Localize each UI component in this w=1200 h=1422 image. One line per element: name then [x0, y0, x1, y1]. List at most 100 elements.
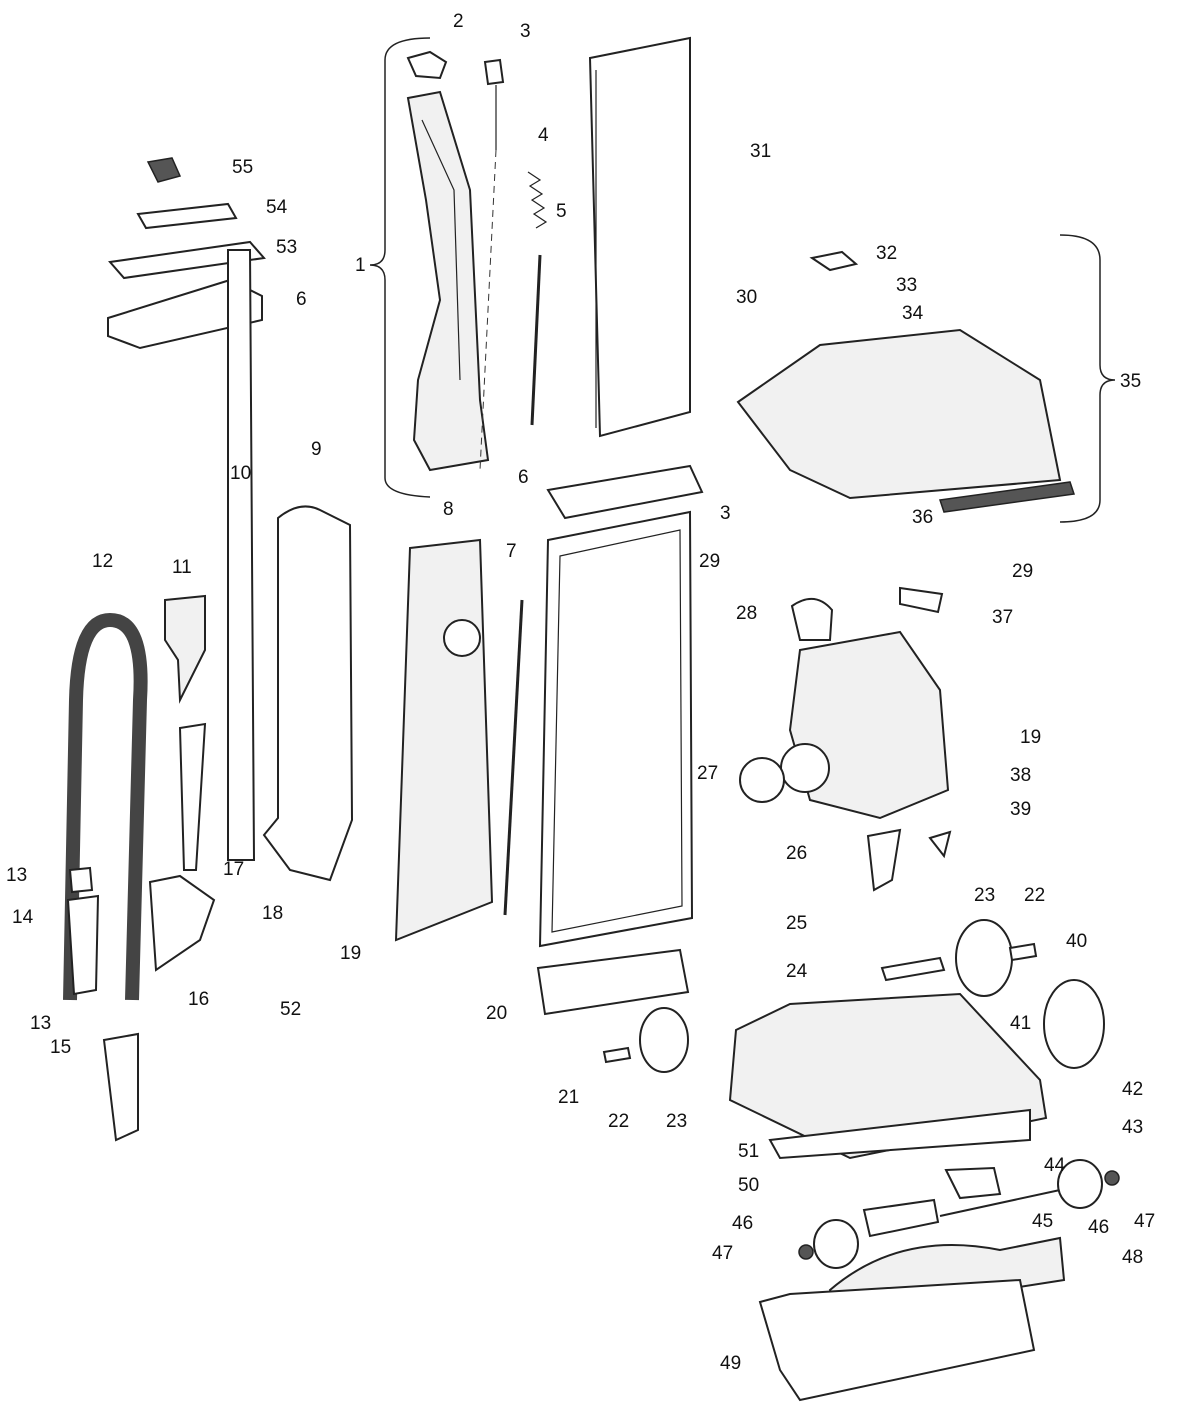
rear-body [394, 538, 494, 942]
callout-6a: 6 [296, 289, 307, 310]
callout-3b: 3 [720, 503, 731, 524]
callout-41: 41 [1010, 1013, 1032, 1034]
callout-47b: 47 [1134, 1211, 1156, 1232]
callout-23a: 23 [666, 1111, 688, 1132]
hose-connector [68, 866, 94, 894]
shaft-45 [939, 1189, 1061, 1217]
bracket-group-35 [1059, 234, 1116, 523]
callout-37: 37 [992, 607, 1014, 628]
callout-40: 40 [1066, 931, 1088, 952]
callout-46b: 46 [1088, 1217, 1110, 1238]
end-cap-left [813, 1219, 859, 1269]
callout-33: 33 [896, 275, 918, 296]
callout-16: 16 [188, 989, 210, 1010]
callout-28: 28 [736, 603, 758, 624]
spring-39 [928, 830, 952, 859]
callout-46a: 46 [732, 1213, 754, 1234]
callout-3a: 3 [520, 21, 531, 42]
rear-wheel-right [955, 919, 1013, 997]
lever-26 [866, 828, 902, 892]
callout-45: 45 [1032, 1211, 1054, 1232]
rear-wheel-left [639, 1007, 689, 1073]
bracket-28 [790, 598, 834, 641]
callout-11: 11 [172, 557, 192, 578]
rod [530, 254, 542, 426]
cord-rod [503, 599, 524, 916]
bearing-ring [739, 757, 785, 803]
callout-2: 2 [453, 11, 464, 32]
callout-31: 31 [750, 141, 772, 162]
nut-left [798, 1244, 814, 1260]
tool-holder [262, 505, 354, 882]
bag-top-cap [546, 464, 704, 520]
bag-base [536, 948, 690, 1016]
callout-22a: 22 [608, 1111, 630, 1132]
slide-50 [862, 1198, 940, 1238]
spring [527, 171, 548, 229]
wheel-tire [1043, 979, 1105, 1069]
callout-19b: 19 [1020, 727, 1042, 748]
hose-end-right [102, 1032, 139, 1142]
callout-44: 44 [1044, 1155, 1066, 1176]
callout-17: 17 [223, 859, 245, 880]
brushroll-housing [768, 1108, 1031, 1160]
callout-38: 38 [1010, 765, 1032, 786]
callout-35: 35 [1120, 371, 1142, 392]
handle-grip [406, 50, 448, 80]
pedal-24 [880, 956, 946, 982]
end-cap-right [1057, 1159, 1103, 1209]
crevice-tool [178, 722, 207, 871]
cover-panel [588, 36, 691, 438]
callout-51: 51 [738, 1141, 760, 1162]
callout-52: 52 [280, 999, 302, 1020]
callout-24: 24 [786, 961, 808, 982]
bracket-37 [899, 586, 944, 614]
callout-19a: 19 [340, 943, 362, 964]
hose-end-left [66, 894, 100, 996]
callout-43: 43 [1122, 1117, 1144, 1138]
callout-22b: 22 [1024, 885, 1046, 906]
callout-29b: 29 [1012, 561, 1034, 582]
callout-23b: 23 [974, 885, 996, 906]
callout-29a: 29 [699, 551, 721, 572]
nut-right [1104, 1170, 1120, 1186]
callout-54: 54 [266, 197, 288, 218]
callout-15: 15 [50, 1037, 72, 1058]
callout-8: 8 [443, 499, 454, 520]
callout-47a: 47 [712, 1243, 734, 1264]
callout-30: 30 [736, 287, 758, 308]
callout-26: 26 [786, 843, 808, 864]
callout-4: 4 [538, 125, 549, 146]
wand [227, 249, 256, 861]
callout-32: 32 [876, 243, 898, 264]
callout-9: 9 [311, 439, 322, 460]
callout-1: 1 [355, 255, 366, 276]
switch-button [809, 250, 859, 272]
callout-39: 39 [1010, 799, 1032, 820]
callout-20: 20 [486, 1003, 508, 1024]
callout-42: 42 [1122, 1079, 1144, 1100]
callout-13a: 13 [6, 865, 28, 886]
callout-5: 5 [556, 201, 567, 222]
callout-7: 7 [506, 541, 517, 562]
upper-handle [406, 90, 490, 472]
bag-housing [538, 510, 694, 948]
callout-36: 36 [912, 507, 934, 528]
bumper-strip [939, 481, 1075, 513]
callout-50: 50 [738, 1175, 760, 1196]
dusting-brush [164, 594, 206, 704]
hose [63, 612, 148, 1001]
switch-plate [136, 202, 238, 230]
latch-44 [944, 1166, 1002, 1200]
callout-6b: 6 [518, 467, 529, 488]
bracket-group-1 [369, 37, 431, 498]
axle-left [602, 1046, 632, 1064]
callout-12: 12 [92, 551, 114, 572]
switch-bezel [108, 240, 266, 280]
callout-49: 49 [720, 1353, 742, 1374]
callout-27: 27 [697, 763, 719, 784]
callout-55: 55 [232, 157, 254, 178]
callout-18: 18 [262, 903, 284, 924]
callout-53: 53 [276, 237, 298, 258]
